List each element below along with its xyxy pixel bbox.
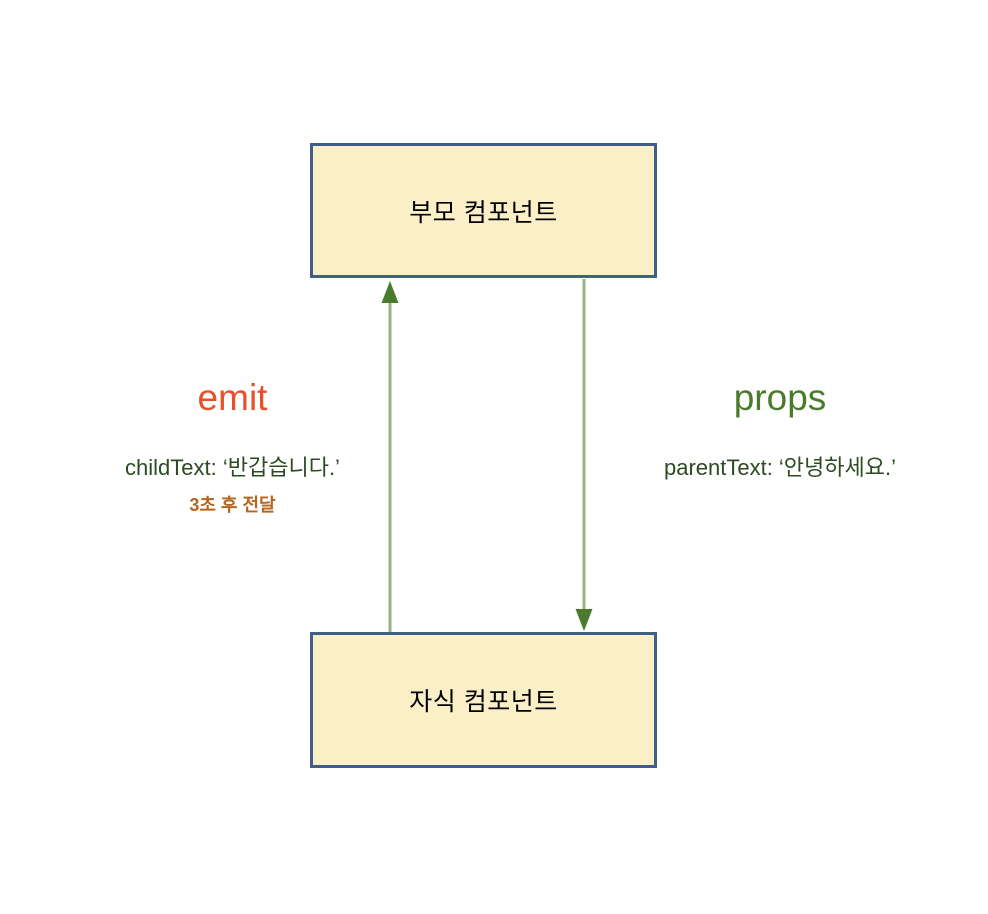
child-component-label: 자식 컴포넌트 <box>409 688 558 716</box>
emit-note-text: 3초 후 전달 <box>189 495 276 516</box>
props-title: props <box>733 377 827 418</box>
emit-detail-text: childText: ‘반갑습니다.’ <box>125 454 340 480</box>
emit-title: emit <box>197 377 268 418</box>
props-flow-labels: props parentText: ‘안녕하세요.’ <box>580 377 980 481</box>
props-detail-text: parentText: ‘안녕하세요.’ <box>663 454 897 480</box>
child-component-node: 자식 컴포넌트 <box>310 632 657 768</box>
parent-component-label: 부모 컴포넌트 <box>409 198 558 227</box>
emit-flow-labels: emit childText: ‘반갑습니다.’ 3초 후 전달 <box>60 377 405 517</box>
parent-component-node: 부모 컴포넌트 <box>310 143 657 278</box>
